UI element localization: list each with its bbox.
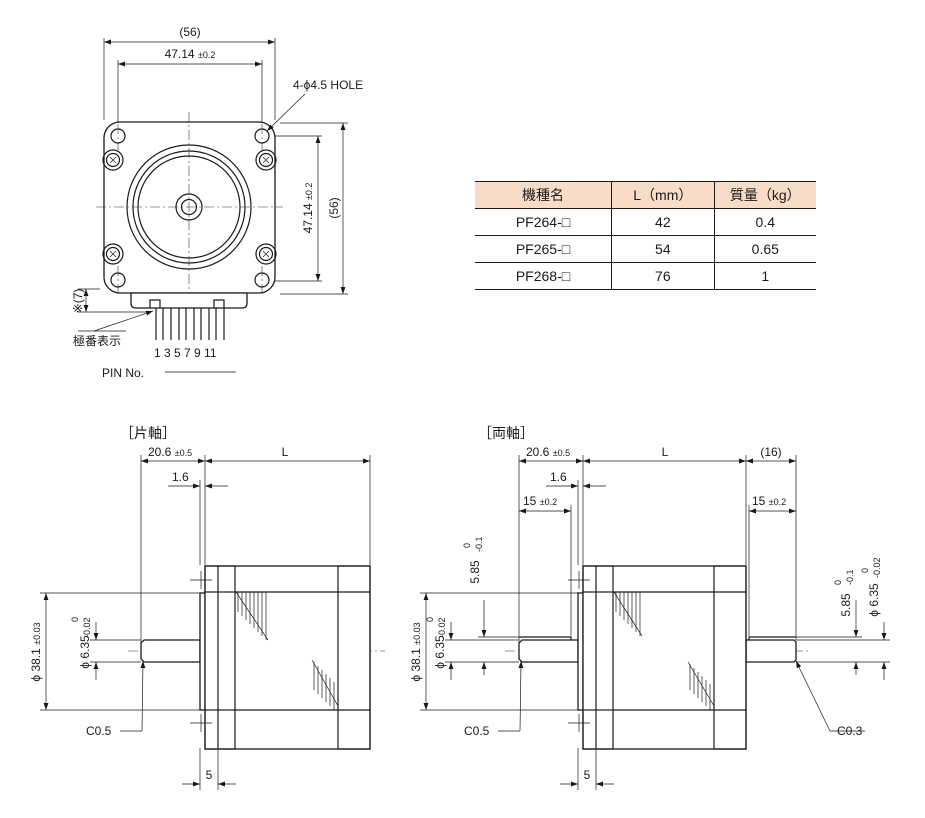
motor-side-body <box>204 565 371 750</box>
shaft-tol-lower-front: -0.02 <box>437 617 447 638</box>
dim-shaft-dia: ϕ 6.35 <box>78 635 92 669</box>
hole-callout: 4-ϕ4.5 HOLE <box>293 78 363 92</box>
dim-flange: 5 <box>584 768 591 782</box>
chamfer-front-label: C0.5 <box>464 724 490 738</box>
dim-shaft-len: 20.6 ±0.5 <box>148 445 192 459</box>
chamfer-label: C0.5 <box>86 724 112 738</box>
spec-table-header: 機種名 L（mm） 質量（kg） <box>475 181 816 209</box>
shaft-tol-lower-rear: -0.02 <box>872 557 882 578</box>
front-shaft <box>518 639 579 663</box>
dim-body-length: L <box>282 445 289 459</box>
cell-length: 76 <box>611 262 715 290</box>
dim-shaft-dia-rear: ϕ 6.35 <box>867 583 881 617</box>
col-header-length: L（mm） <box>611 181 715 209</box>
flat-tol-lower-rear: -0.1 <box>845 569 855 585</box>
chamfer-rear-label: C0.3 <box>837 724 863 738</box>
col-header-model: 機種名 <box>475 181 612 209</box>
dim-flat-front: 15 ±0.2 <box>523 494 557 508</box>
rear-shaft <box>745 639 797 663</box>
screw-icon <box>102 149 124 171</box>
single-shaft-view: ［片軸］ <box>29 425 385 790</box>
dim-overall-side: (56) <box>327 197 341 218</box>
front-view: (56) 47.14 ±0.2 4-ϕ4.5 HOLE 47.14 ±0.2 (… <box>71 25 363 380</box>
spec-table: 機種名 L（mm） 質量（kg） PF264-□ 42 0.4 PF265-□ … <box>475 181 816 290</box>
front-shaft <box>140 639 201 663</box>
single-shaft-title: ［片軸］ <box>120 425 176 441</box>
dim-overall-top: (56) <box>179 25 200 39</box>
dim-pilot: 1.6 <box>172 470 189 484</box>
screw-icon <box>255 149 277 171</box>
cell-model: PF264-□ <box>475 208 612 236</box>
cell-model: PF268-□ <box>475 262 612 290</box>
cell-mass: 0.4 <box>713 208 816 236</box>
shaft-tol-lower: -0.02 <box>82 617 92 638</box>
motor-side-body <box>582 565 747 750</box>
double-shaft-title: ［両軸］ <box>478 425 534 441</box>
dim-rear-shaft: (16) <box>760 445 781 459</box>
pin-numbers: 1 3 5 7 9 11 <box>154 346 217 360</box>
connector <box>130 292 248 309</box>
motor-front-body <box>103 121 276 294</box>
flat-tol-upper-front: 0 <box>462 543 472 548</box>
dim-hole-pitch-side: 47.14 ±0.2 <box>301 183 315 234</box>
screw-icon <box>102 243 124 265</box>
pin-label: PIN No. <box>102 366 144 380</box>
shaft-tol-upper-front: 0 <box>425 617 435 622</box>
cell-length: 42 <box>611 208 715 236</box>
flat-tol-lower-front: -0.1 <box>474 536 484 552</box>
dim-flange: 5 <box>206 768 213 782</box>
dim-flat-depth-rear: 5.85 <box>839 593 853 617</box>
dim-flat-depth-front: 5.85 <box>468 560 482 584</box>
dim-pilot: 1.6 <box>550 470 567 484</box>
shaft-tol-upper-rear: 0 <box>860 568 870 573</box>
dim-body-length: L <box>662 445 669 459</box>
dim-shaft-len: 20.6 ±0.5 <box>526 445 570 459</box>
table-row: PF268-□ 76 1 <box>475 262 816 290</box>
dim-hole-pitch-top: 47.14 ±0.2 <box>165 47 216 61</box>
table-row: PF264-□ 42 0.4 <box>475 208 816 236</box>
dim-pilot-dia: ϕ 38.1 ±0.03 <box>409 622 423 681</box>
polarity-label: 極番表示 <box>73 333 121 348</box>
cell-mass: 1 <box>713 262 816 290</box>
dim-shaft-dia-front: ϕ 6.35 <box>433 635 447 669</box>
table-row: PF265-□ 54 0.65 <box>475 235 816 263</box>
flat-tol-upper-rear: 0 <box>833 580 843 585</box>
dim-connector: ※(7) <box>71 289 85 314</box>
dim-pilot-dia: ϕ 38.1 ±0.03 <box>29 622 43 681</box>
dim-flat-rear: 15 ±0.2 <box>752 494 786 508</box>
cell-model: PF265-□ <box>475 235 612 263</box>
connector-pins <box>155 308 225 340</box>
double-shaft-view: ［両軸］ <box>409 425 890 790</box>
cell-length: 54 <box>611 235 715 263</box>
cell-mass: 0.65 <box>713 235 816 263</box>
shaft-tol-upper: 0 <box>70 617 80 622</box>
screw-icon <box>255 243 277 265</box>
col-header-mass: 質量（kg） <box>713 181 816 209</box>
